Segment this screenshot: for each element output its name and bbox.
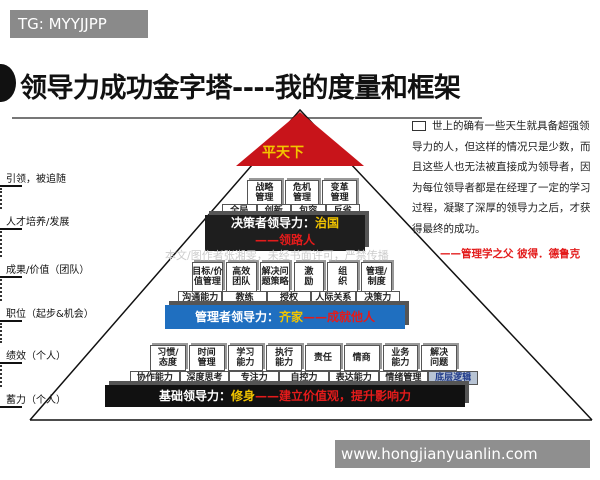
title-divider bbox=[12, 117, 482, 119]
competency-cell: 授权 bbox=[266, 291, 312, 305]
skill-box: 学习 能力 bbox=[227, 345, 264, 371]
level-label: 引领，被追随 bbox=[0, 170, 66, 187]
skill-box: 组 织 bbox=[327, 262, 359, 292]
skill-box: 情商 bbox=[343, 345, 380, 371]
competency-cell: 创新 bbox=[256, 204, 291, 218]
bar-subtitle: ——建立价值观，提升影响力 bbox=[255, 389, 412, 403]
dotted-connector bbox=[0, 365, 3, 387]
skill-box: 管理/ 制度 bbox=[361, 262, 392, 292]
skill-box: 责任 bbox=[305, 345, 341, 371]
competency-cell: 表达能力 bbox=[328, 371, 379, 385]
site-watermark: www.hongjianyuanlin.com bbox=[335, 440, 590, 468]
dotted-connector bbox=[0, 231, 3, 257]
competency-cell: 决策力 bbox=[355, 291, 400, 305]
bar-keyword: 齐家 bbox=[278, 310, 303, 324]
watermark-text: 本文/图作者张湘雯，未经书面许可，严禁传播 bbox=[165, 249, 389, 262]
skill-box: 高效 团队 bbox=[225, 262, 257, 292]
quote-text: 世上的确有一些天生就具备超强领导力的人，但这样的情况只是少数，而且这些人也无法被… bbox=[412, 116, 598, 239]
tier3-bar: 基础领导力：修身——建立价值观，提升影响力 bbox=[105, 385, 465, 407]
level-label: 绩效（个人） bbox=[0, 347, 66, 364]
apex-label: 平天下 bbox=[262, 145, 304, 161]
dotted-connector bbox=[0, 323, 3, 343]
competency-cell: 深度思考 bbox=[179, 371, 230, 385]
skill-box: 时间 管理 bbox=[188, 345, 225, 371]
bar-keyword: 治国 bbox=[315, 216, 340, 230]
competency-cell: 情绪管理 bbox=[378, 371, 429, 385]
bar-subtitle: ——成就他人 bbox=[303, 310, 376, 324]
bar-label: 决策者领导力： bbox=[230, 216, 315, 230]
tg-badge: TG: MYYJJPP bbox=[10, 10, 148, 38]
competency-cell: 底层逻辑 bbox=[428, 371, 478, 385]
skill-box: 危机 管理 bbox=[284, 180, 320, 206]
skill-box: 解决问 题策略 bbox=[259, 262, 291, 292]
dotted-connector bbox=[0, 188, 3, 209]
level-label: 人才培养/发展 bbox=[0, 213, 69, 230]
competency-cell: 协作能力 bbox=[130, 371, 180, 385]
level-label: 成果/价值（团队） bbox=[0, 261, 89, 278]
dotted-connector bbox=[0, 279, 3, 301]
book-icon bbox=[412, 121, 426, 131]
apex-triangle bbox=[236, 112, 364, 166]
level-label: 职位（起步&机会） bbox=[0, 305, 94, 322]
competency-cell: 全局 bbox=[222, 204, 257, 218]
bar-subtitle: ——领路人 bbox=[254, 233, 315, 247]
bar-label: 基础领导力： bbox=[158, 389, 231, 403]
skill-box: 解决 问题 bbox=[421, 345, 457, 371]
skill-box: 习惯/ 态度 bbox=[150, 345, 186, 371]
skill-box: 战略 管理 bbox=[247, 180, 282, 206]
skill-box: 激 励 bbox=[293, 262, 325, 292]
title-bullet bbox=[0, 64, 16, 102]
competency-cell: 自控力 bbox=[279, 371, 329, 385]
skill-box: 变革 管理 bbox=[322, 180, 357, 206]
bar-keyword: 修身 bbox=[230, 389, 255, 403]
skill-box: 业务 能力 bbox=[382, 345, 419, 371]
tier1-bar: 决策者领导力：治国——领路人 bbox=[205, 215, 365, 251]
quote-attribution: ——管理学之父 彼得．德鲁克 bbox=[440, 248, 581, 260]
skill-box: 执行 能力 bbox=[266, 345, 302, 371]
skill-box: 目标/价 值管理 bbox=[192, 262, 223, 292]
competency-cell: 人际关系 bbox=[311, 291, 356, 305]
competency-cell: 沟通能力 bbox=[178, 291, 223, 305]
page-title: 领导力成功金字塔----我的度量和框架 bbox=[20, 73, 461, 104]
competency-cell: 教练 bbox=[222, 291, 267, 305]
competency-cell: 专注力 bbox=[229, 371, 280, 385]
quote-body: 世上的确有一些天生就具备超强领导力的人，但这样的情况只是少数，而且这些人也无法被… bbox=[412, 120, 591, 235]
tier2-bar: 管理者领导力：齐家——成就他人 bbox=[165, 305, 405, 329]
bar-label: 管理者领导力： bbox=[194, 310, 279, 324]
level-label: 蓄力（个人） bbox=[0, 391, 66, 408]
